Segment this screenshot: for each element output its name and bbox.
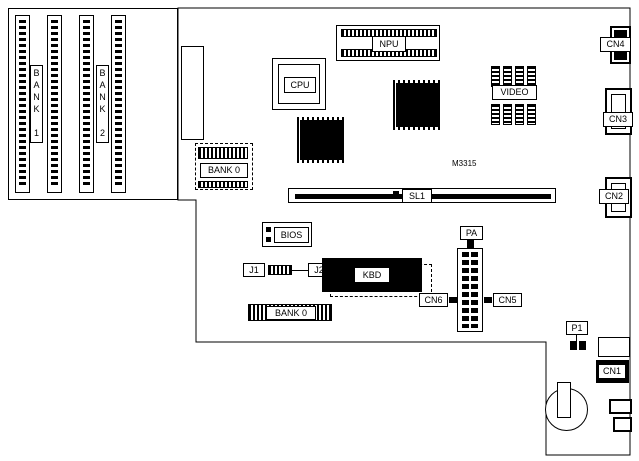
battery-clip — [557, 382, 571, 418]
video-ic — [527, 104, 536, 125]
jack-connector-2 — [613, 417, 632, 432]
video-ic — [515, 104, 524, 125]
cpu-chip: CPU — [272, 58, 326, 110]
video-ic — [527, 66, 536, 87]
video-label: VIDEO — [492, 85, 537, 100]
p1-pin — [579, 341, 586, 350]
cpu-inner-outline — [278, 64, 320, 104]
pa-pin-header — [457, 248, 483, 332]
simm-slot-3 — [79, 15, 94, 193]
kbd-label: KBD — [354, 267, 390, 283]
bios-pin-mark — [266, 227, 271, 232]
sl1-label: SL1 — [402, 189, 432, 203]
bios-pin-mark — [266, 237, 271, 242]
cn3-connector-inner — [611, 94, 626, 129]
sl1-pin1-mark — [393, 191, 399, 199]
bank1-label: BANK 1 — [30, 65, 43, 143]
cn3-label: CN3 — [603, 112, 633, 127]
cn5-label: CN5 — [493, 293, 522, 307]
cn4-label: CN4 — [600, 37, 631, 52]
bios-chip: BIOS — [262, 222, 312, 247]
npu-label: NPU — [372, 36, 406, 52]
video-ic — [503, 104, 512, 125]
cn4-connector-top — [614, 30, 627, 38]
cn3-connector — [605, 88, 632, 135]
memory-panel: BANK 1 BANK 2 — [8, 8, 178, 200]
qfp-chip-2-core — [396, 83, 440, 127]
npu-socket: NPU — [336, 25, 440, 61]
jack-connector-1 — [609, 399, 632, 414]
bank2-label: BANK 2 — [96, 65, 109, 143]
p1-pin — [570, 341, 577, 350]
pa-label: PA — [460, 226, 483, 240]
qfp-chip-1-core — [300, 120, 342, 160]
power-connector — [598, 337, 630, 357]
simm-slot-1 — [15, 15, 30, 193]
cn6-label: CN6 — [419, 293, 448, 307]
pa-pin-column — [471, 252, 478, 328]
cn2-label: CN2 — [599, 189, 629, 204]
cpu-label: CPU — [284, 77, 316, 93]
simm-slot-4 — [111, 15, 126, 193]
pa-pin1-mark — [467, 240, 474, 248]
edge-connector — [181, 46, 204, 140]
cn4-connector-bottom — [614, 52, 627, 60]
j1-label: J1 — [243, 263, 265, 277]
bank0-upper-socket-2 — [198, 181, 248, 188]
pa-pin-column — [462, 252, 469, 328]
part-number-text: M3315 — [452, 159, 477, 168]
video-ic — [515, 66, 524, 87]
video-ic — [491, 104, 500, 125]
qfp-chip-1 — [297, 117, 345, 163]
bank0-upper-dashed-outline — [195, 143, 253, 190]
video-ic — [503, 66, 512, 87]
cn6-mark — [449, 297, 457, 303]
simm-pins — [115, 20, 122, 188]
p1-label: P1 — [566, 321, 588, 335]
bios-label: BIOS — [274, 227, 309, 243]
simm-pins — [19, 20, 26, 188]
cn5-mark — [484, 297, 492, 303]
bank0-upper-socket — [198, 147, 248, 159]
j2-leader-line — [292, 270, 308, 271]
video-ic — [491, 66, 500, 87]
simm-pins — [51, 20, 58, 188]
simm-pins — [83, 20, 90, 188]
bank0-upper-label: BANK 0 — [200, 163, 248, 178]
j1-jumper-block — [268, 265, 292, 275]
cn1-label: CN1 — [598, 364, 626, 379]
bank0-lower-label: BANK 0 — [266, 306, 316, 320]
p1-leader-line — [576, 335, 577, 341]
qfp-chip-2 — [393, 80, 443, 130]
simm-slot-2 — [47, 15, 62, 193]
